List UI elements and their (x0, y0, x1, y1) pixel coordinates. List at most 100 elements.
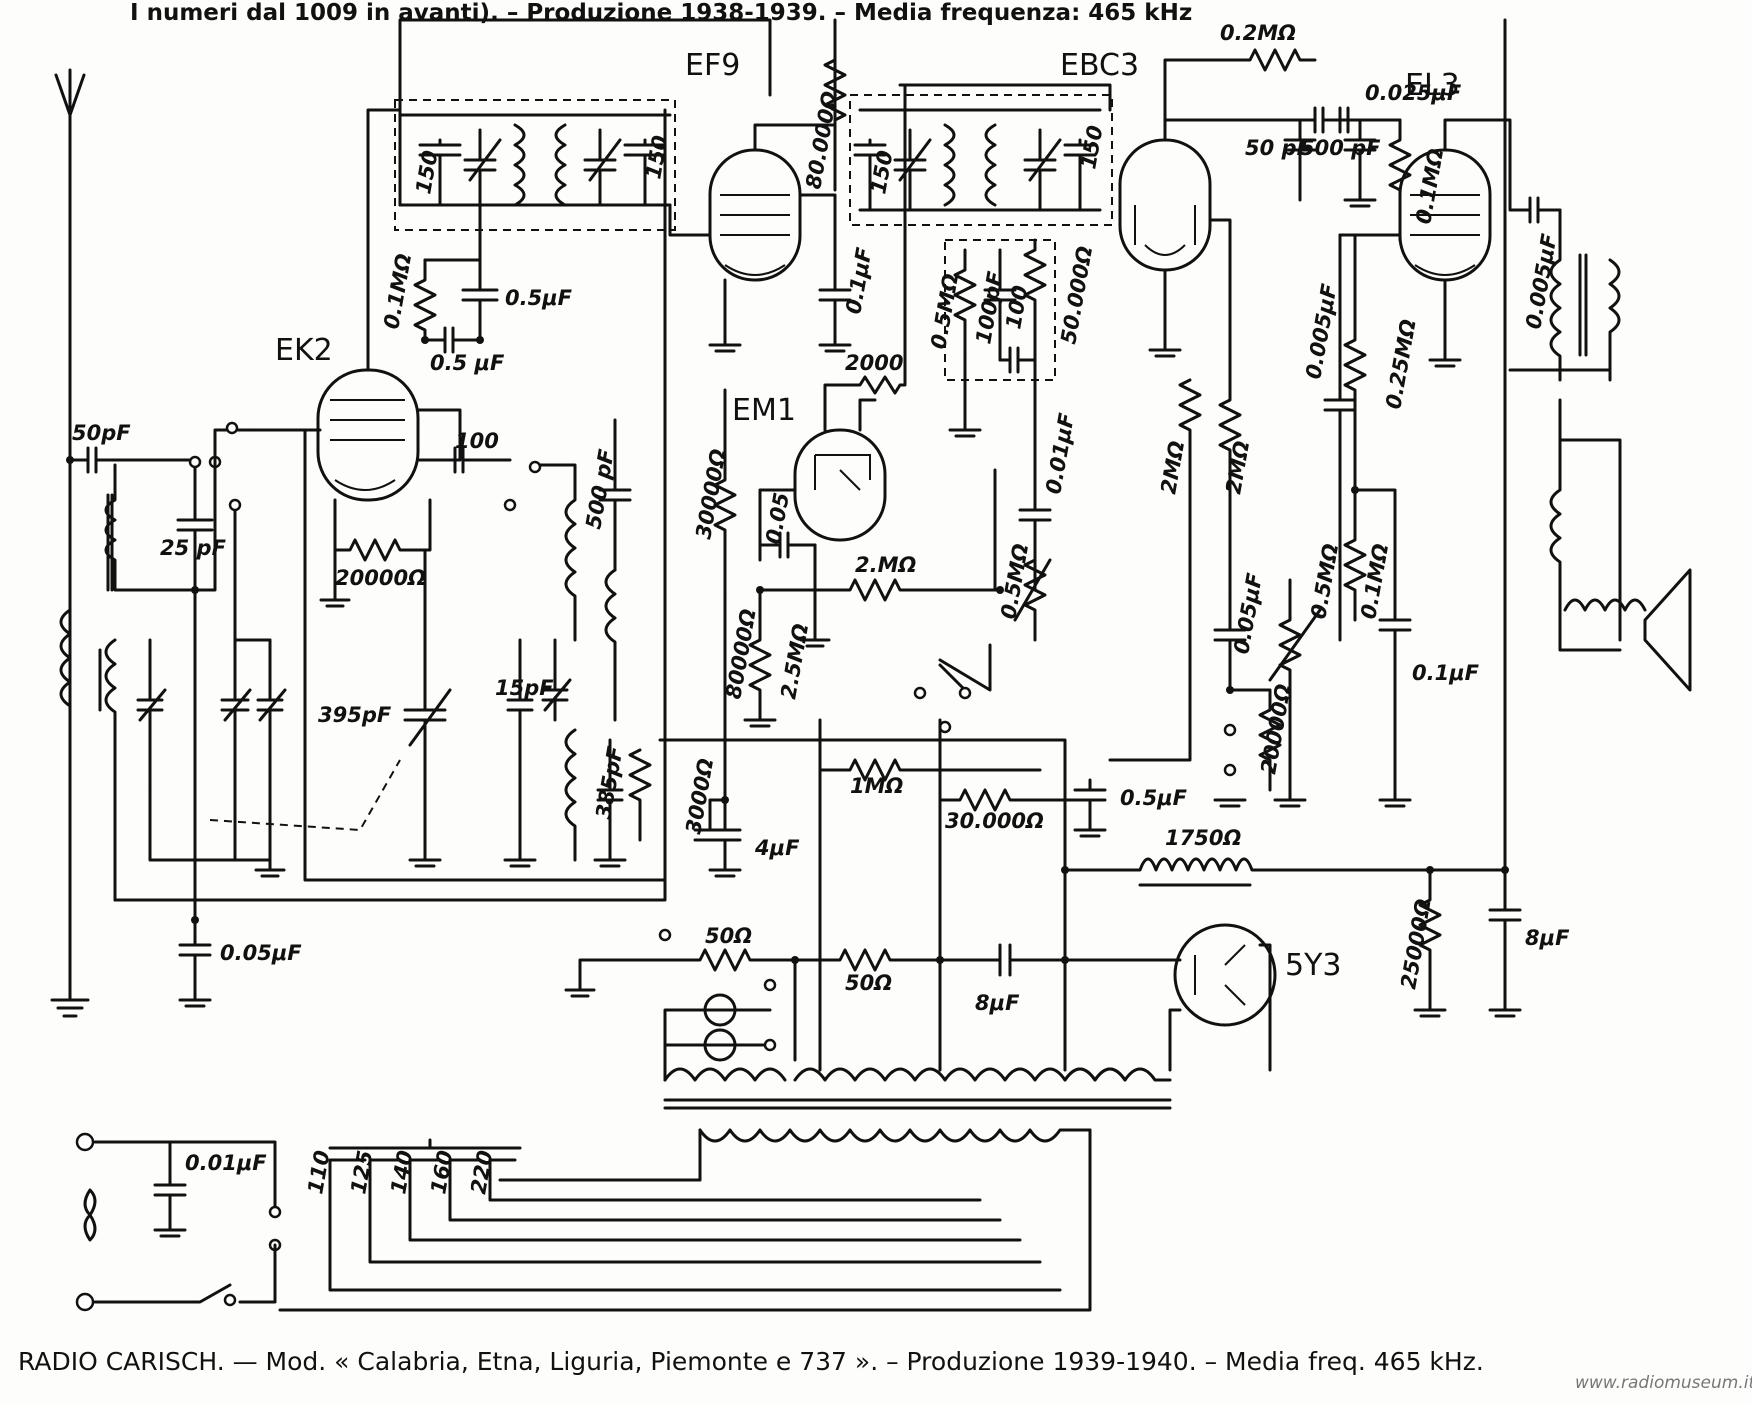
if-trimmer (1023, 128, 1062, 212)
label-c-15pf: 15pF (495, 676, 554, 700)
trimmer-capacitor (220, 638, 252, 862)
label-r-20000-ek2: 20000Ω (335, 566, 426, 590)
if-capacitor (853, 138, 887, 212)
label-c-05uf-b: 0.5μF (1120, 786, 1188, 810)
oscillator-coil-2 (604, 568, 617, 722)
capacitor-100pf (448, 446, 512, 474)
wire (398, 18, 772, 207)
wire (658, 738, 1067, 872)
resistor-2mohm-b (1208, 218, 1242, 602)
label-c-385pf: 385pF (591, 744, 627, 821)
tap-wire (368, 1158, 1042, 1264)
label-r-1mohm: 1MΩ (850, 774, 904, 798)
input-coil-1 (104, 463, 197, 592)
capacitor-01uf-ef9 (798, 193, 852, 347)
tap-wire (448, 1158, 1002, 1222)
tube-ef9: EF9 (685, 48, 802, 282)
label-r-50ohm-a: 50Ω (705, 924, 752, 948)
tap-wire (488, 1158, 982, 1202)
terminal-dot (1223, 723, 1237, 737)
tube-label-ebc3: EBC3 (1060, 48, 1139, 83)
ground-symbol (799, 543, 831, 648)
wire (818, 718, 1067, 1072)
tap-wire (408, 1158, 1022, 1242)
resistor-2mohm (758, 578, 1002, 602)
label-c-100-ek2: 100 (455, 429, 499, 453)
resistor-2000ohm (823, 83, 907, 432)
watermark: www.radiomuseum.it (1575, 1373, 1752, 1393)
capacitor-0025uf (1321, 106, 1402, 134)
ground-symbol (319, 548, 351, 608)
label-r-25mohm: 2.5MΩ (776, 622, 813, 701)
capacitor-005uf (1213, 598, 1247, 692)
label-c-05uf-ek2b: 0.5 μF (430, 351, 505, 375)
capacitor-385pf (596, 738, 624, 862)
ground-symbol (1343, 198, 1377, 208)
speaker-icon (1643, 568, 1692, 692)
label-tap-160: 160 (426, 1149, 457, 1196)
ground-symbol (153, 1228, 187, 1238)
label-l-1750: 1750Ω (1165, 826, 1241, 850)
label-c-01uf-ef9: 0.1μF (841, 245, 876, 316)
resistor-50000ohm (1023, 238, 1047, 362)
tube-em1: EM1 (732, 393, 887, 542)
wire (148, 788, 272, 862)
if-transformer-1-shield (394, 99, 676, 231)
mains-terminal (75, 1132, 95, 1152)
wire (858, 398, 877, 432)
tube-label-5y3: 5Y3 (1285, 948, 1342, 983)
chassis-ground (564, 958, 667, 998)
if-coil-secondary (984, 123, 997, 207)
primary-wires (278, 1128, 1092, 1312)
resistor-25000ohm (1418, 868, 1442, 1012)
if-wires (398, 113, 672, 207)
resistor-02mohm (1163, 48, 1317, 142)
ground-symbol (743, 718, 777, 728)
oscillator-coil-3 (564, 728, 577, 862)
switch-contact (225, 421, 239, 435)
voltage-selector-bar (328, 1138, 522, 1150)
fuse-icon (83, 1188, 97, 1242)
terminal-dot (1223, 763, 1237, 777)
if-wires (858, 83, 1112, 212)
capacitor-05uf-b (1073, 778, 1107, 832)
tone-potentiometer (1268, 578, 1322, 802)
label-r-05mohm-tone: 0.5MΩ (1306, 542, 1343, 621)
label-if1-150a: 150 (411, 149, 442, 196)
capacitor-01uf-el3 (1353, 488, 1412, 802)
pilot-lamp-icon (703, 993, 737, 1027)
label-tap-220: 220 (466, 1149, 497, 1196)
capacitor-005 (758, 531, 817, 559)
terminal-dot (763, 978, 777, 992)
switch-contact (223, 1293, 237, 1307)
ground-symbol (1413, 1008, 1447, 1018)
tube-el3: EL3 (1398, 68, 1492, 282)
wire (366, 108, 402, 372)
resistor-30000ohm-b (938, 788, 1092, 812)
trimmer-15pf (506, 638, 534, 862)
switch-contact (958, 686, 972, 700)
if-trimmer (463, 128, 502, 207)
capacitor-0005uf (1323, 233, 1357, 642)
if-coil-primary (943, 123, 956, 207)
wire (233, 503, 272, 642)
label-r-50ohm-b: 50Ω (845, 971, 892, 995)
label-r-01mohm-ek2: 0.1MΩ (379, 252, 416, 331)
gang-capacitor (256, 638, 287, 862)
junction-dots (66, 336, 1509, 964)
wire (758, 488, 797, 562)
label-r-05mohm-vol: 0.5MΩ (996, 542, 1033, 621)
input-coil-2 (104, 638, 117, 902)
label-c-100pf-det: 100pF (971, 269, 1007, 346)
switch-contact (913, 686, 927, 700)
filter-choke-1750ohm (1063, 857, 1507, 872)
antenna-coupling-capacitor: 50pF (68, 421, 197, 474)
resistor-20000ohm (333, 498, 432, 562)
label-c-0025uf: 0.025μF (1365, 81, 1462, 105)
label-c-05uf-ek2: 0.5μF (505, 286, 573, 310)
wire (193, 428, 252, 592)
ground-symbol (1213, 798, 1247, 808)
label-r-30000: 30000Ω (691, 447, 730, 541)
if-trimmer (583, 128, 622, 207)
resistor-01mohm-ek2: 0.1MΩ (379, 252, 437, 342)
